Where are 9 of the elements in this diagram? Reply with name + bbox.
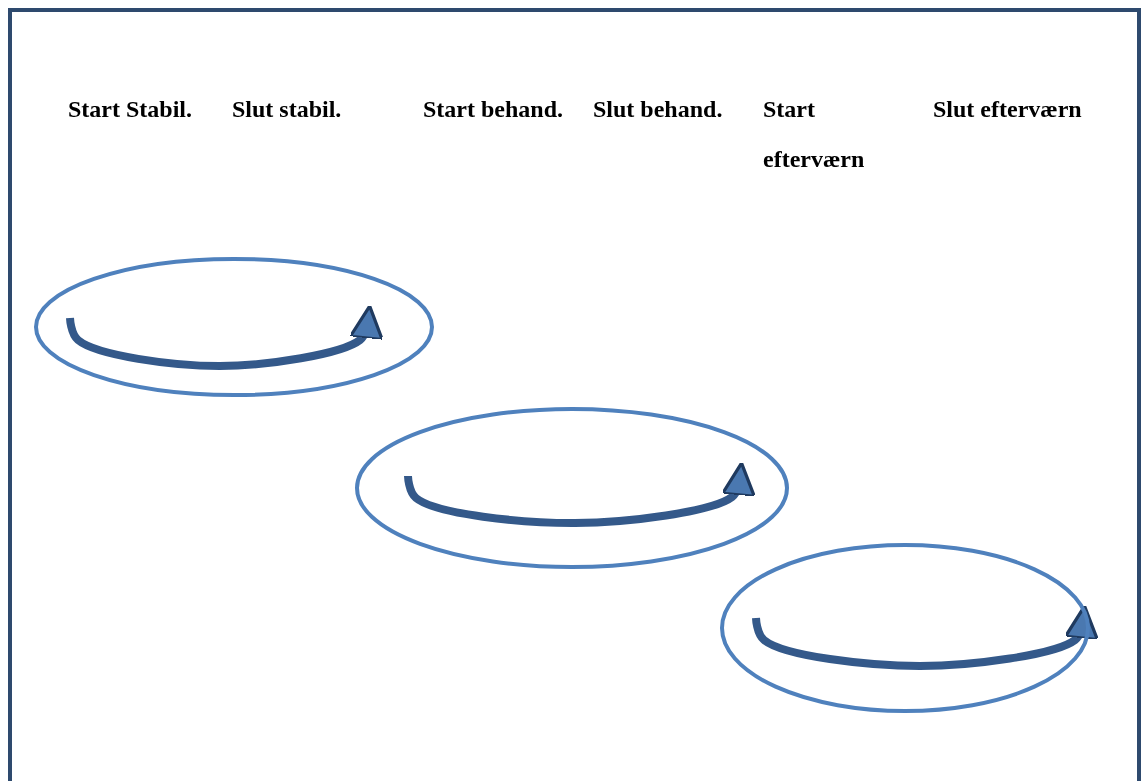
stage-label: Start Stabil.: [68, 95, 193, 124]
stage-label: Slut efterværn: [933, 95, 1083, 124]
stage-label: Start efterværn: [763, 95, 866, 174]
stage-label: Slut behand.: [593, 95, 724, 124]
stage-label: Start behand.: [423, 95, 565, 124]
ellipse-outline: [355, 407, 789, 569]
ellipse-outline: [34, 257, 434, 397]
stage-label: Slut stabil.: [232, 95, 343, 124]
ellipse-outline: [720, 543, 1090, 713]
